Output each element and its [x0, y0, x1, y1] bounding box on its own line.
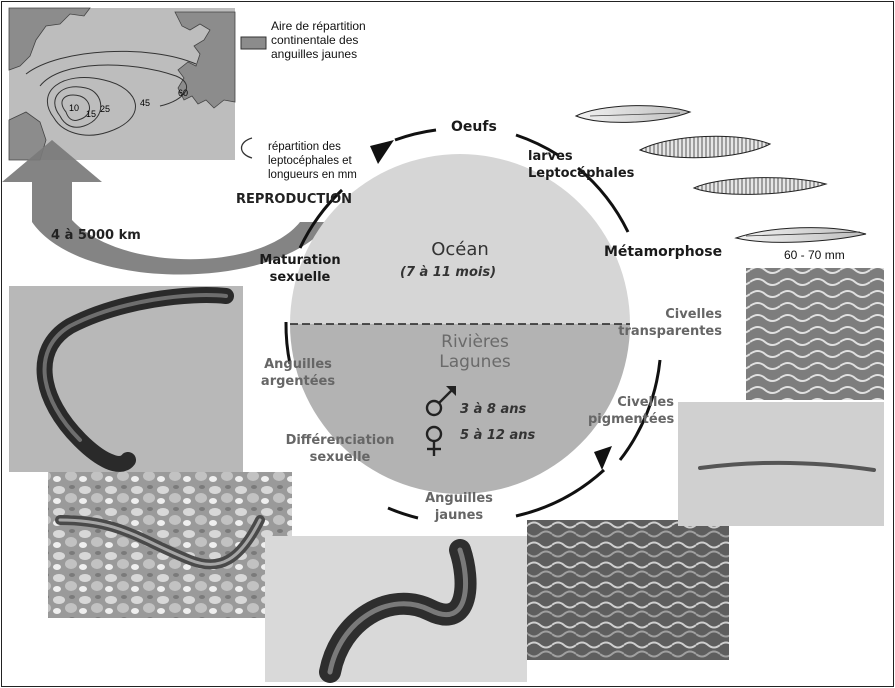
- map-legend-label: Aire de répartition continentale des ang…: [271, 19, 383, 61]
- male-years: 3 à 8 ans: [460, 402, 526, 417]
- contour-label-60: 60: [178, 88, 188, 98]
- stage-differenciation: Différenciation sexuelle: [272, 432, 408, 466]
- contour-label-10: 10: [69, 103, 79, 113]
- transparent-glass-eels-photo: [746, 268, 884, 400]
- larva-size-label: 60 - 70 mm: [784, 248, 845, 262]
- stage-oeufs: Oeufs: [451, 119, 497, 136]
- female-years: 5 à 12 ans: [460, 428, 535, 443]
- stage-larves: larves Leptocéphales: [528, 148, 648, 182]
- ocean-title: Océan: [410, 240, 510, 260]
- stage-anguilles-jaunes: Anguilles jaunes: [421, 490, 497, 524]
- contour-label-15: 15: [86, 109, 96, 119]
- silver-eel-photo: [9, 286, 243, 472]
- rivers-lagoons-title: Rivières Lagunes: [430, 332, 520, 372]
- larvae-distribution-label: répartition des leptocéphales et longueu…: [268, 140, 364, 182]
- stage-maturation: Maturation sexuelle: [252, 252, 348, 286]
- contour-label-45: 45: [140, 98, 150, 108]
- atlantic-map: [9, 8, 266, 160]
- distance-label: 4 à 5000 km: [51, 228, 141, 243]
- stage-metamorphose: Métamorphose: [604, 244, 722, 261]
- reproduction-label: REPRODUCTION: [236, 192, 352, 207]
- elvers-mass-photo: [527, 520, 729, 660]
- stage-civelles-pigmentees: Civelles pigmentées: [588, 394, 674, 428]
- pigmented-elver-photo: [678, 402, 884, 526]
- yellow-eel-photo: [265, 536, 527, 682]
- contour-label-25: 25: [100, 104, 110, 114]
- stage-civelles-transparentes: Civelles transparentes: [596, 306, 722, 340]
- ocean-duration: (7 à 11 mois): [400, 265, 540, 280]
- yellow-eel-pebbles-photo: [48, 472, 292, 618]
- stage-anguilles-argentees: Anguilles argentées: [250, 356, 346, 390]
